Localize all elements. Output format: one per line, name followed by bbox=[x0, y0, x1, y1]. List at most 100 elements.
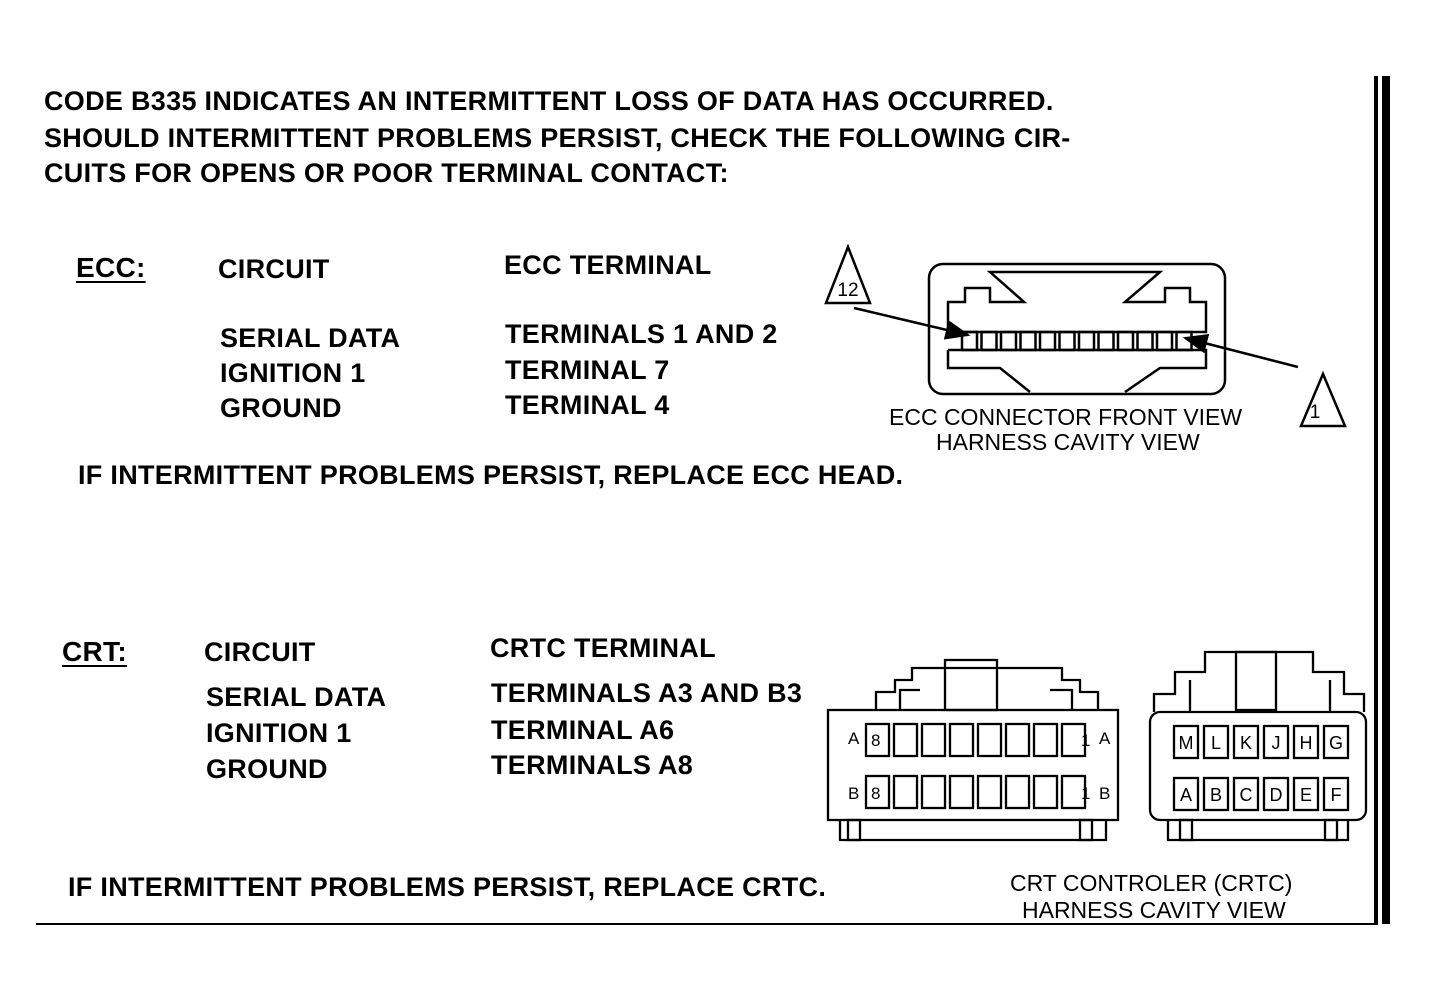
crtc-left-pin-b1: 1 bbox=[1081, 784, 1090, 803]
crtc-right-pin-label: J bbox=[1272, 733, 1281, 753]
ecc-marker-1-triangle bbox=[1299, 370, 1347, 428]
crtc-left-pin-cavity bbox=[864, 774, 891, 810]
crtc-right-pin-cavity bbox=[1202, 724, 1230, 760]
crtc-left-pin-grid bbox=[864, 722, 1087, 810]
ecc-connector-caption-2: HARNESS CAVITY VIEW bbox=[936, 429, 1200, 455]
crtc-left-pin-cavity bbox=[1004, 774, 1031, 810]
crtc-left-pin-cavity bbox=[1060, 774, 1087, 810]
crtc-left-pin-cavity bbox=[976, 774, 1003, 810]
crtc-right-pin-label: F bbox=[1331, 785, 1342, 805]
crt-heading: CRT: bbox=[62, 636, 127, 667]
crt-row-terminal: TERMINALS A3 AND B3 bbox=[491, 678, 803, 708]
crtc-right-pin-cavity bbox=[1172, 724, 1200, 760]
right-border-rule-thick bbox=[1382, 76, 1390, 924]
crtc-left-bottom-rail bbox=[838, 820, 1108, 842]
crtc-left-pin-cavity bbox=[1032, 774, 1059, 810]
crtc-right-pin-label: B bbox=[1210, 785, 1222, 805]
crtc-right-pin-cavity bbox=[1322, 724, 1350, 760]
ecc-row-terminal: TERMINALS 1 AND 2 bbox=[505, 319, 778, 349]
crtc-left-pin-cavity bbox=[948, 774, 975, 810]
ecc-connector-upper-shell bbox=[946, 270, 1208, 334]
crtc-right-pin-cavity bbox=[1322, 776, 1350, 812]
crtc-right-pin-label: C bbox=[1240, 785, 1253, 805]
crtc-right-pin-cavity bbox=[1262, 724, 1290, 760]
crt-circuit-header: CIRCUIT bbox=[204, 637, 316, 667]
crtc-right-lock-tab bbox=[1234, 650, 1278, 712]
ecc-note: IF INTERMITTENT PROBLEMS PERSIST, REPLAC… bbox=[78, 460, 904, 490]
ecc-pin-row bbox=[960, 330, 1193, 352]
ecc-connector-lower-shell-left bbox=[946, 350, 1031, 393]
crtc-right-bottom-rail bbox=[1166, 820, 1350, 842]
crtc-right-pin-label: M bbox=[1179, 733, 1194, 753]
crtc-right-pin-label: G bbox=[1329, 733, 1343, 753]
ecc-pin-cavity bbox=[999, 330, 1018, 352]
crt-terminal-header: CRTC TERMINAL bbox=[490, 633, 716, 663]
ecc-row-terminal: TERMINAL 7 bbox=[505, 355, 670, 385]
crt-connector-caption-1: CRT CONTROLER (CRTC) bbox=[1010, 870, 1293, 896]
intro-line-3: CUITS FOR OPENS OR POOR TERMINAL CONTACT… bbox=[44, 158, 729, 188]
crtc-left-pin-cavity bbox=[892, 722, 919, 758]
ecc-marker-1-arrow bbox=[1182, 333, 1299, 369]
ecc-circuit-header: CIRCUIT bbox=[218, 254, 330, 284]
ecc-pin-cavity bbox=[1155, 330, 1174, 352]
crtc-right-pin-label: L bbox=[1211, 733, 1221, 753]
crtc-right-pin-label: D bbox=[1270, 785, 1283, 805]
ecc-pin-cavity bbox=[1077, 330, 1096, 352]
ecc-marker-12-label: 12 bbox=[837, 280, 858, 301]
crtc-right-pin-grid bbox=[1172, 724, 1350, 812]
crt-row-circuit: GROUND bbox=[206, 754, 328, 784]
ecc-row-terminal: TERMINAL 4 bbox=[505, 390, 670, 420]
ecc-pin-cavity bbox=[1116, 330, 1135, 352]
ecc-pin-cavity bbox=[1038, 330, 1057, 352]
crtc-left-row-b-label-right: B bbox=[1099, 784, 1110, 803]
ecc-marker-12-arrow bbox=[853, 306, 971, 340]
crtc-left-connector bbox=[826, 658, 1120, 842]
ecc-pin-cavity bbox=[980, 330, 998, 352]
ecc-row-circuit: SERIAL DATA bbox=[220, 323, 401, 353]
crtc-right-pin-label: H bbox=[1300, 733, 1313, 753]
crtc-left-top-housing bbox=[874, 666, 1100, 710]
ecc-pin-cavity bbox=[1097, 330, 1115, 352]
crtc-left-pin-cavity bbox=[864, 722, 891, 758]
ecc-connector-lower-shell bbox=[948, 348, 1208, 394]
crtc-left-row-b-label-left: B bbox=[848, 784, 859, 803]
crt-row-circuit: SERIAL DATA bbox=[206, 682, 387, 712]
ecc-connector-outline bbox=[927, 262, 1227, 396]
crt-connector-caption-2: HARNESS CAVITY VIEW bbox=[1022, 897, 1286, 923]
crt-row-terminal: TERMINALS A8 bbox=[491, 750, 694, 780]
ecc-terminal-header: ECC TERMINAL bbox=[504, 250, 712, 280]
ecc-marker-12-triangle bbox=[824, 243, 872, 305]
crtc-left-pin-cavity bbox=[948, 722, 975, 758]
crtc-left-pin-cavity bbox=[976, 722, 1003, 758]
crt-row-circuit: IGNITION 1 bbox=[206, 718, 352, 748]
crtc-left-body bbox=[826, 708, 1120, 822]
ecc-connector bbox=[824, 243, 1347, 428]
crtc-right-body bbox=[1148, 710, 1368, 822]
crtc-right-pin-cavity bbox=[1262, 776, 1290, 812]
crtc-right-pin-cavity bbox=[1172, 776, 1200, 812]
ecc-connector-caption-1: ECC CONNECTOR FRONT VIEW bbox=[889, 404, 1243, 430]
ecc-marker-1-label: 1 bbox=[1310, 402, 1321, 423]
ecc-row-circuit: GROUND bbox=[220, 393, 342, 423]
crtc-left-pin-b8: 8 bbox=[871, 784, 880, 803]
crtc-right-pin-cavity bbox=[1232, 776, 1260, 812]
crtc-right-pin-cavity bbox=[1292, 724, 1320, 760]
crtc-right-pin-label: K bbox=[1240, 733, 1252, 753]
crtc-left-row-a-label-right: A bbox=[1099, 729, 1111, 748]
crtc-left-pin-a8: 8 bbox=[871, 731, 880, 750]
crt-row-terminal: TERMINAL A6 bbox=[491, 715, 675, 745]
crtc-left-pin-cavity bbox=[1060, 722, 1087, 758]
crtc-right-pin-label: A bbox=[1180, 785, 1192, 805]
crtc-right-pin-label: E bbox=[1300, 785, 1312, 805]
crtc-right-top-housing bbox=[1152, 650, 1366, 712]
crtc-left-pin-cavity bbox=[1032, 722, 1059, 758]
ecc-row-circuit: IGNITION 1 bbox=[220, 358, 366, 388]
intro-line-2: SHOULD INTERMITTENT PROBLEMS PERSIST, CH… bbox=[44, 123, 1071, 153]
crtc-left-pin-a1: 1 bbox=[1081, 731, 1090, 750]
crtc-left-pin-cavity bbox=[920, 774, 947, 810]
crtc-left-pin-cavity bbox=[892, 774, 919, 810]
ecc-pin-cavity bbox=[1019, 330, 1037, 352]
crtc-right-connector bbox=[1148, 650, 1368, 842]
crtc-left-row-a-label-left: A bbox=[848, 729, 860, 748]
